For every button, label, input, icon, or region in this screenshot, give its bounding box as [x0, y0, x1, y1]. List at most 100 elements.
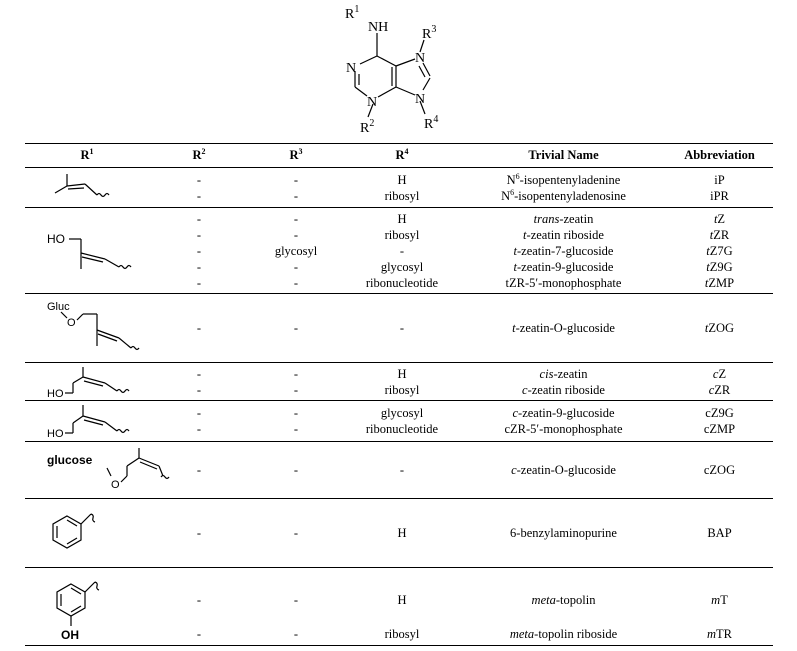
header-r2: R2 [149, 143, 249, 168]
table-row: - - H 6-benzylaminopurine BAP [25, 498, 773, 568]
trivial-name: meta-topolin riboside [461, 626, 666, 642]
r2-value: - [196, 526, 202, 540]
abbr-text: BAP [707, 526, 732, 540]
r4-value: H [397, 366, 407, 381]
r4-value: - [399, 321, 405, 335]
name-italic-prefix: t [513, 259, 517, 274]
abbreviation: mT [666, 592, 773, 608]
abbr-italic-prefix: t [709, 227, 714, 242]
abbr-text: T [720, 593, 728, 607]
meta-hydroxybenzyl-structure: OH [25, 567, 149, 646]
abbreviation: tZMP [666, 275, 773, 291]
name-italic-prefix: t [523, 227, 527, 242]
r4-value: glycosyl [380, 406, 424, 420]
trivial-name-cell: t-zeatin-O-glucoside [461, 293, 666, 363]
r4-value: H [397, 526, 407, 540]
name-text: -zeatin-O-glucoside [516, 463, 616, 477]
abbreviation: BAP [666, 525, 773, 541]
n3-atom-label: N [367, 95, 377, 110]
trivial-name: t-zeatin riboside [461, 227, 666, 243]
name-text: -topolin [555, 593, 596, 607]
trivial-name-cell: meta -topolin meta-topolin riboside [461, 567, 666, 646]
r2-value: - [196, 422, 202, 436]
abbreviation: cZR [666, 382, 773, 398]
abbreviation-cell: tZOG [666, 293, 773, 363]
trivial-name: N6-isopentenyladenosine [461, 188, 666, 204]
abbr-text: Z9G [709, 259, 733, 274]
trivial-name-cell: 6-benzylaminopurine [461, 498, 666, 568]
name-text: -zeatin riboside [527, 382, 605, 397]
hydroxyl-label: OH [61, 628, 79, 642]
r3-cell: --glycosyl-- [249, 207, 343, 294]
name-superscript: 6 [515, 171, 520, 181]
header-trivial-name: Trivial Name [461, 143, 666, 168]
r4-value: H [397, 593, 407, 607]
r3-label: R3 [422, 24, 436, 42]
abbr-text: cZOG [703, 463, 736, 477]
abbreviation: tZ7G [666, 243, 773, 259]
name-superscript: 6 [510, 187, 515, 197]
table-row: glucose O - - - c-zeatin-O-glucoside cZO… [25, 441, 773, 499]
name-text: -topolin riboside [534, 627, 618, 641]
abbreviation: tZ9G [666, 259, 773, 275]
r2-cell: ----- [149, 207, 249, 294]
r3-value: - [293, 275, 299, 290]
name-italic-prefix: t [513, 243, 517, 258]
name-italic-prefix: trans [533, 211, 560, 226]
n1-atom-label: N [346, 61, 356, 76]
r3-value: - [293, 593, 299, 607]
trivial-name: c-zeatin-9-glucoside [461, 405, 666, 421]
r2-value: - [196, 275, 202, 290]
r4-label: R4 [424, 114, 438, 132]
abbr-text: iPR [710, 188, 729, 203]
trivial-name: t-zeatin-O-glucoside [461, 320, 666, 336]
r2-cell: - [149, 441, 249, 499]
r3-value: - [293, 526, 299, 540]
r2-value: - [196, 259, 202, 274]
r3-cell: - [249, 441, 343, 499]
name-text: -zeatin riboside [526, 227, 604, 242]
r3-value: - [293, 321, 299, 335]
abbreviation: iPR [666, 188, 773, 204]
name-text: 6-benzylaminopurine [510, 526, 617, 540]
abbr-text: ZMP [708, 275, 735, 290]
name-italic-prefix: meta [509, 627, 535, 641]
r4-value: ribosyl [384, 382, 420, 397]
hydroxyl-label: HO [47, 428, 64, 439]
n9-atom-label: N [415, 92, 425, 107]
r4-value: ribosyl [384, 188, 420, 203]
header-r4: R4 [343, 143, 461, 168]
r3-value: - [293, 627, 299, 641]
r2-cell: -- [149, 400, 249, 442]
cis-zeatin-structure: HO [25, 400, 149, 442]
r2-value: - [196, 243, 202, 258]
trivial-name: 6-benzylaminopurine [461, 525, 666, 541]
name-italic-prefix: c [512, 406, 519, 420]
r4-value: ribonucleotide [365, 422, 439, 436]
abbreviation-cell: cZOG [666, 441, 773, 499]
header-r1: R1 [25, 143, 149, 168]
r2-value: - [196, 627, 202, 641]
r2-cell: - [149, 498, 249, 568]
czog-structure: glucose O [25, 441, 170, 499]
abbr-italic-prefix: m [706, 627, 717, 641]
name-italic-prefix: c [522, 382, 528, 397]
r4-cell: glycosyl ribonucleotide [343, 400, 461, 442]
abbreviation: cZMP [666, 421, 773, 437]
r3-cell: - [249, 293, 343, 363]
name-text: -zeatin [559, 211, 594, 226]
abbr-text: iP [714, 172, 725, 187]
abbr-text: ZR [713, 227, 730, 242]
r3-value: - [293, 422, 299, 436]
trivial-name: t-zeatin-7-glucoside [461, 243, 666, 259]
